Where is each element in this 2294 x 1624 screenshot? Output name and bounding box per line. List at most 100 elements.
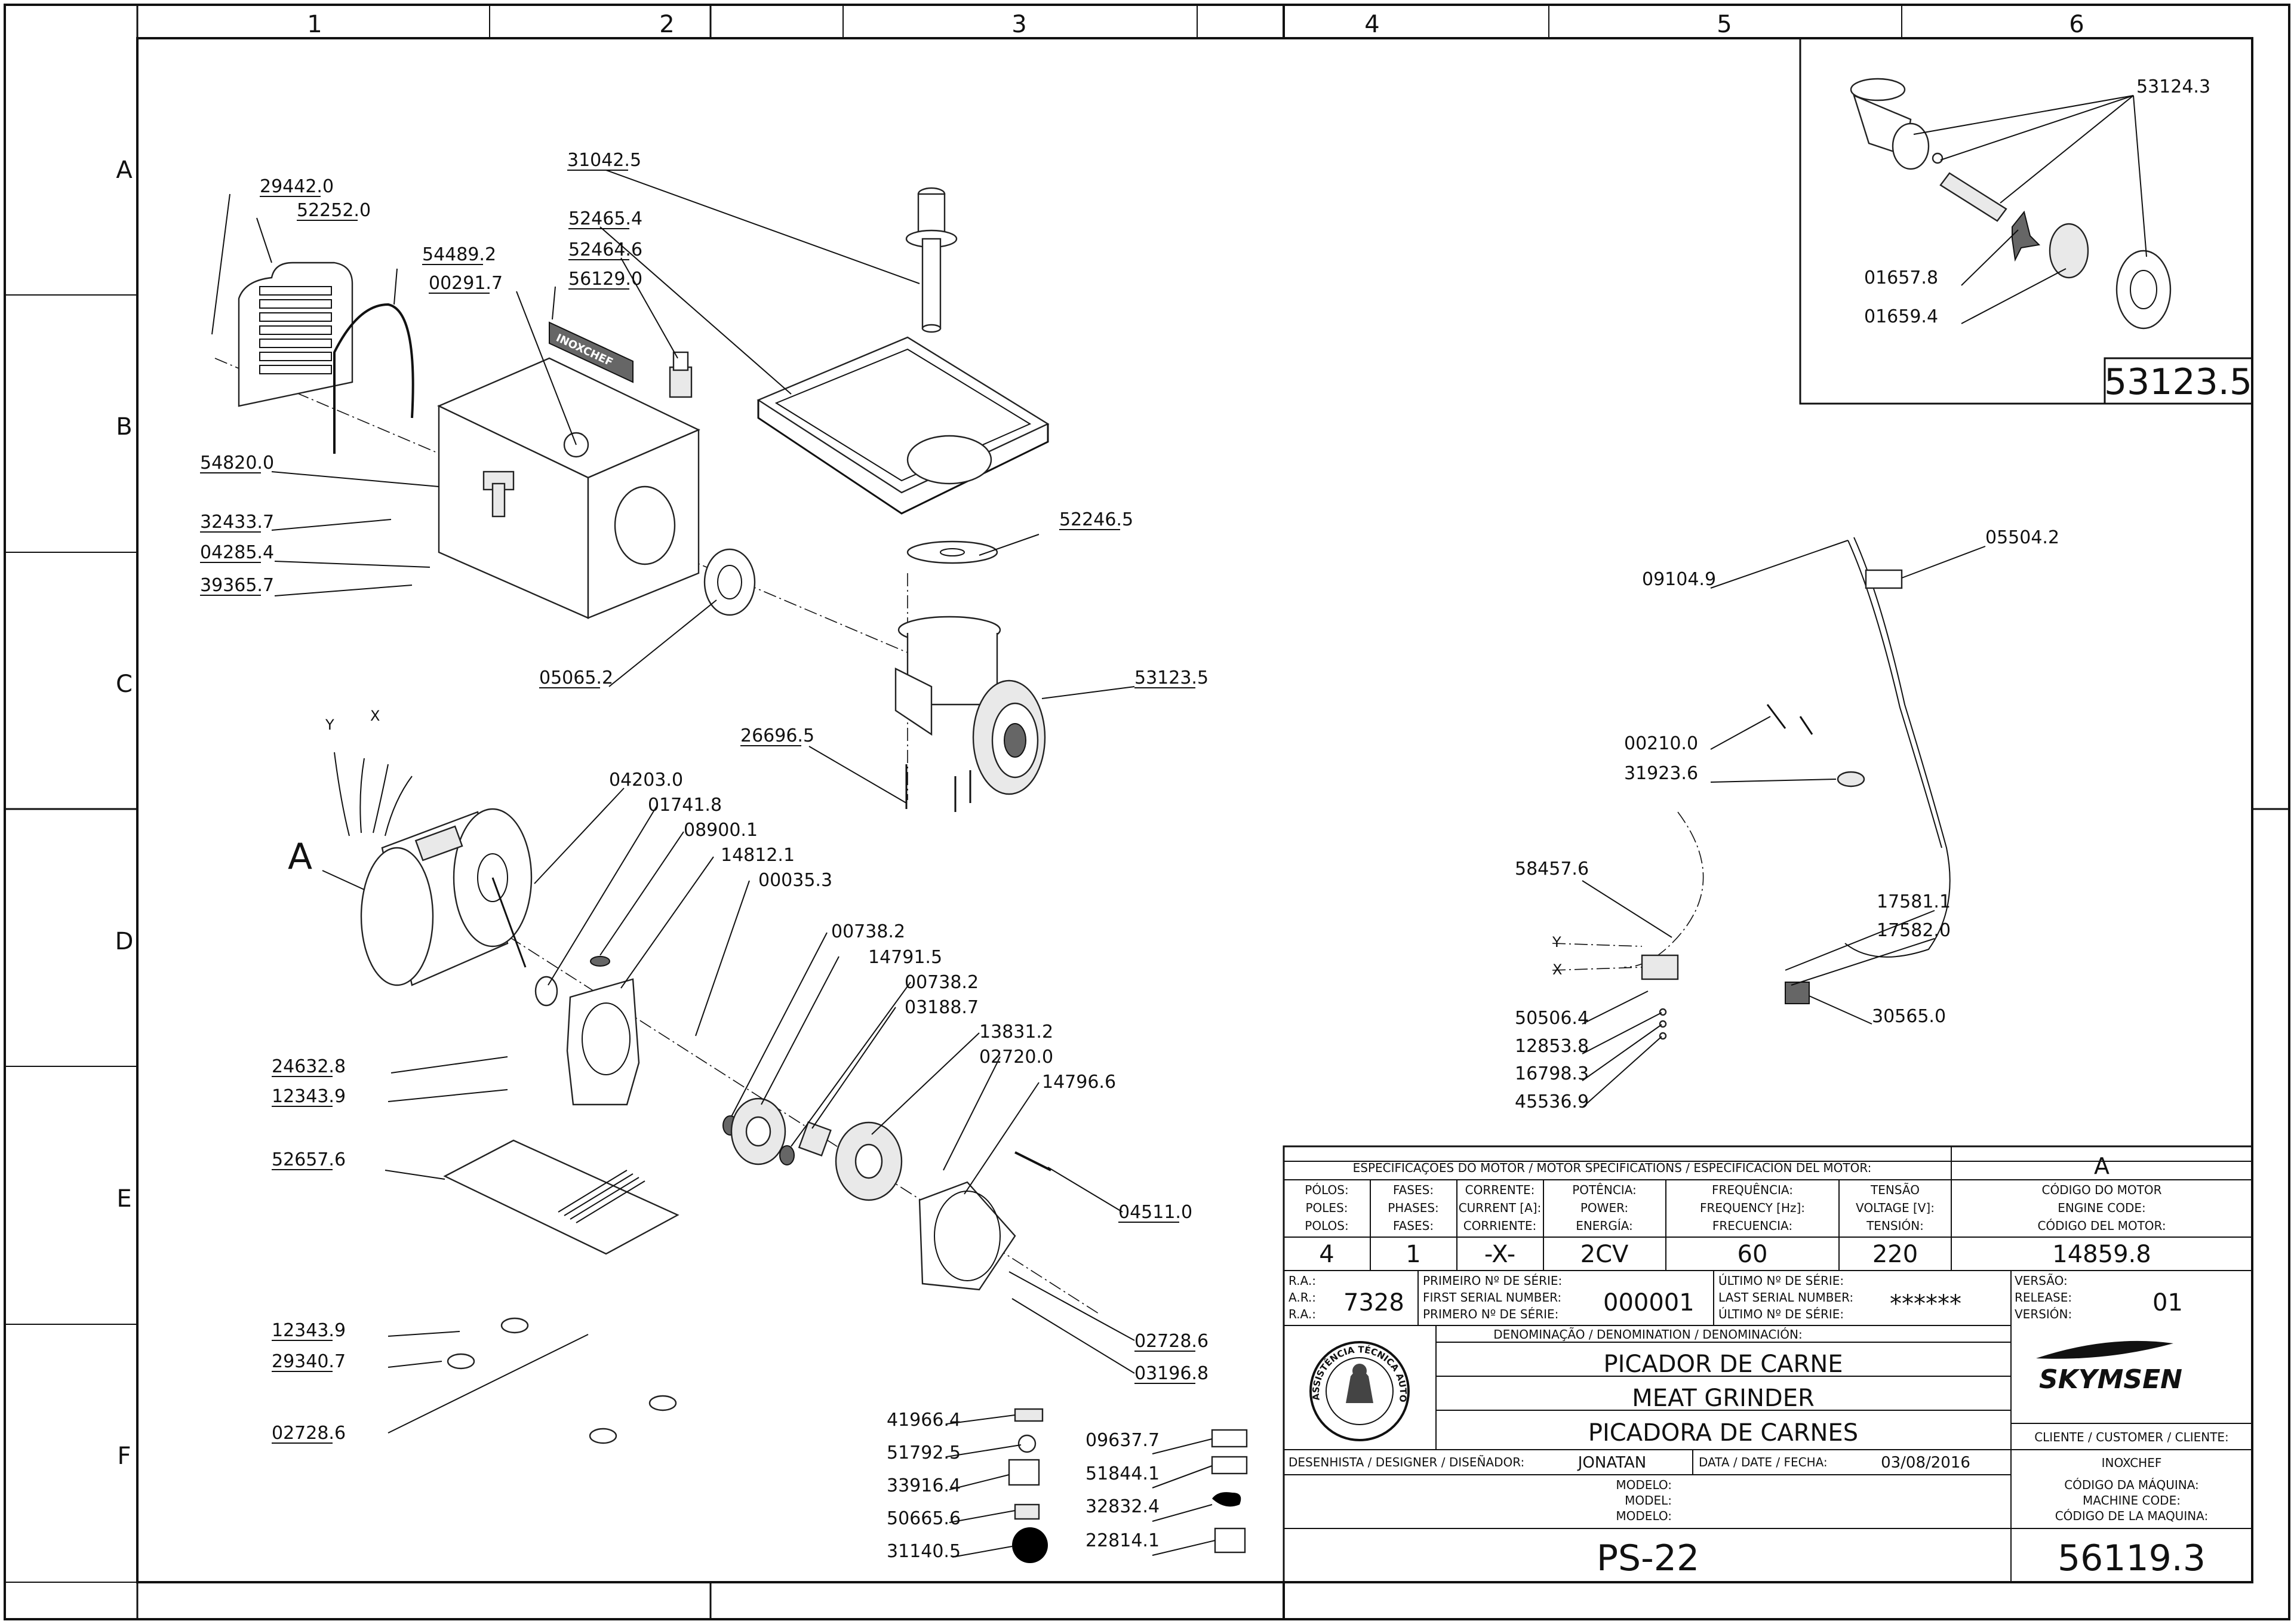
callout-label: 31140.5: [887, 1541, 961, 1562]
denomination-label: DENOMINAÇÃO / DENOMINATION / DENOMINACIÓ…: [1493, 1327, 1802, 1342]
callout-label: 14796.6: [1042, 1072, 1116, 1093]
svg-text:CURRENT [A]:: CURRENT [A]:: [1459, 1201, 1542, 1215]
screws-drawing: [905, 764, 971, 812]
column-label: 1: [307, 11, 322, 38]
motor-spec-values: 4 1 -X- 2CV 60 220 14859.8: [1319, 1241, 2151, 1268]
motor-drawing: [334, 752, 533, 986]
view-label: A: [288, 836, 312, 878]
callout-label: 12853.8: [1515, 1036, 1589, 1057]
callout-label: 02720.0: [979, 1047, 1053, 1068]
svg-text:7328: 7328: [1343, 1289, 1404, 1317]
front-cover-drawing: [918, 1151, 1051, 1291]
inset-title: 53123.5: [2104, 361, 2252, 403]
svg-text:PRIMERO Nº DE SÉRIE:: PRIMERO Nº DE SÉRIE:: [1423, 1307, 1558, 1321]
svg-text:CÓDIGO DA MÁQUINA:: CÓDIGO DA MÁQUINA:: [2064, 1478, 2199, 1492]
callout-label: 05065.2: [539, 668, 613, 688]
callout-label: 31042.5: [567, 150, 641, 171]
model-value: PS-22: [1597, 1537, 1699, 1579]
svg-text:MEAT GRINDER: MEAT GRINDER: [1632, 1385, 1815, 1412]
callout-label: 52465.4: [568, 208, 642, 229]
callout-label: 52657.6: [272, 1149, 346, 1170]
svg-text:000001: 000001: [1603, 1289, 1695, 1317]
callout-label: 26696.5: [740, 725, 814, 746]
vent-grille-drawing: [238, 262, 353, 407]
wire-label: Y: [325, 716, 334, 733]
svg-text:POLOS:: POLOS:: [1305, 1219, 1348, 1233]
svg-text:PICADOR DE CARNE: PICADOR DE CARNE: [1603, 1351, 1843, 1378]
svg-text:RELEASE:: RELEASE:: [2015, 1290, 2072, 1305]
oil-cap-drawing: [590, 956, 610, 967]
column-labels: 1 2 3 4 5 6: [307, 11, 2084, 38]
callout-label: 30565.0: [1872, 1006, 1946, 1027]
svg-text:ENGINE CODE:: ENGINE CODE:: [2058, 1201, 2145, 1215]
row-label: C: [116, 670, 133, 698]
column-label: 6: [2069, 11, 2084, 38]
title-block: [1283, 1145, 2253, 1583]
callout-label: 00738.2: [905, 972, 979, 993]
wiring-drawing: [1552, 537, 1951, 1040]
callout-label: 50665.6: [887, 1508, 961, 1529]
column-label: 4: [1364, 11, 1379, 38]
callout-label: 54820.0: [200, 453, 274, 473]
svg-text:POTÊNCIA:: POTÊNCIA:: [1572, 1183, 1637, 1197]
svg-text:60: 60: [1738, 1241, 1768, 1268]
callout-label: 09104.9: [1642, 569, 1716, 590]
svg-text:CÓDIGO DE LA MAQUINA:: CÓDIGO DE LA MAQUINA:: [2055, 1509, 2209, 1523]
drawing-frame: [4, 4, 2290, 1620]
svg-text:-X-: -X-: [1484, 1241, 1515, 1268]
callout-label: 53124.3: [2136, 76, 2210, 97]
grinder-head-drawing: [894, 540, 1046, 795]
callout-label: 52246.5: [1059, 509, 1133, 530]
designer-value: JONATAN: [1577, 1454, 1646, 1472]
base-plate-drawing: [443, 1139, 679, 1255]
callout-label: 03196.8: [1134, 1363, 1208, 1384]
product-names: PICADOR DE CARNE MEAT GRINDER PICADORA D…: [1588, 1351, 1858, 1447]
callout-label: 32832.4: [1086, 1496, 1160, 1517]
feet-drawing: [447, 1317, 677, 1444]
callout-label: 01659.4: [1864, 306, 1938, 327]
callout-label: 41966.4: [887, 1410, 961, 1431]
tray-drawing: [757, 336, 1050, 515]
svg-text:A.R.:: A.R.:: [1289, 1290, 1316, 1305]
svg-text:ÚLTIMO Nº DE SÉRIE:: ÚLTIMO Nº DE SÉRIE:: [1718, 1307, 1844, 1321]
model-labels: MODELO: MODEL: MODELO:: [1616, 1478, 1672, 1523]
svg-text:MODELO:: MODELO:: [1616, 1509, 1672, 1523]
callout-label: 01741.8: [648, 795, 722, 816]
callout-label: 04203.0: [609, 770, 683, 791]
callout-label: 08900.1: [684, 820, 758, 841]
svg-text:FASES:: FASES:: [1393, 1183, 1434, 1197]
callout-labels: 31042.5 29442.0 52252.0 54489.2 00291.7 …: [200, 76, 2210, 1562]
callout-label: 00035.3: [758, 870, 832, 891]
seal-drawing: [534, 976, 558, 1007]
motor-spec-labels: PÓLOS: POLES: POLOS: FASES: PHASES: FASE…: [1305, 1183, 2166, 1233]
row-label: D: [115, 928, 134, 955]
callout-label: 14812.1: [721, 845, 795, 866]
u-handle-drawing: [333, 303, 414, 454]
callout-label: 00738.2: [831, 921, 905, 942]
wire-label: Y: [1552, 934, 1561, 951]
callout-label: 04285.4: [200, 542, 274, 563]
seal-text: ASSISTÊNCIA TÉCNICA AUTORIZADA: [0, 0, 1409, 1403]
date-value: 03/08/2016: [1881, 1454, 1970, 1472]
callout-label: 39365.7: [200, 575, 274, 596]
callout-leaders: [211, 95, 2147, 1558]
callout-label: 22814.1: [1086, 1530, 1160, 1551]
callout-label: 01657.8: [1864, 267, 1938, 288]
callout-label: 05504.2: [1985, 527, 2059, 548]
callout-label: 51792.5: [887, 1442, 961, 1463]
motor-version-letter: A: [2094, 1153, 2110, 1179]
svg-text:LAST SERIAL NUMBER:: LAST SERIAL NUMBER:: [1718, 1290, 1853, 1305]
callout-label: 03188.7: [905, 997, 979, 1018]
client-label: CLIENTE / CUSTOMER / CLIENTE:: [2034, 1430, 2229, 1444]
svg-text:******: ******: [1890, 1290, 1961, 1318]
washer-drawing: [703, 548, 756, 616]
svg-text:CORRENTE:: CORRENTE:: [1465, 1183, 1535, 1197]
callout-label: 12343.9: [272, 1086, 346, 1107]
wire-label: X: [370, 708, 380, 724]
svg-text:VERSÃO:: VERSÃO:: [2015, 1274, 2068, 1288]
brand-logo: SKYMSEN: [2036, 1340, 2182, 1395]
callout-label: 29442.0: [260, 176, 334, 197]
callout-label: 00291.7: [429, 273, 503, 294]
callout-label: 17581.1: [1877, 891, 1951, 912]
inset-box: 53123.5: [1799, 37, 2253, 405]
